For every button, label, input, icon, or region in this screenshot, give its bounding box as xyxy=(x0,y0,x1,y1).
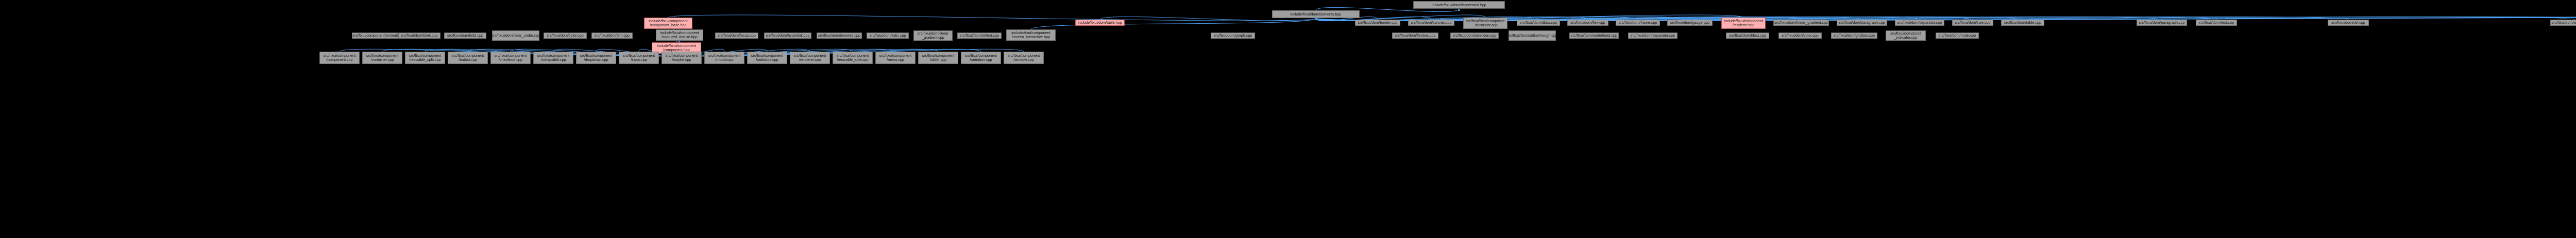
graph-node[interactable]: src/ftxui/dom/selection.cpp xyxy=(1450,33,1499,39)
graph-node[interactable]: src/ftxui/component /resizable_split.cpp xyxy=(833,52,873,64)
graph-node[interactable]: src/ftxui/dom/dbox.cpp xyxy=(1517,20,1560,26)
graph-node[interactable]: src/ftxui/dom/text.cpp xyxy=(2196,20,2237,26)
graph-node[interactable]: src/ftxui/component /component.cpp xyxy=(319,52,360,64)
graph-node[interactable]: src/ftxui/dom/graph.cpp xyxy=(1211,33,1255,39)
graph-node[interactable]: src/ftxui/component /radiobox.cpp xyxy=(961,52,1001,64)
graph-node[interactable]: src/ftxui/dom/border.cpp xyxy=(1355,20,1400,26)
graph-node[interactable]: src/ftxui/dom/gauge.cpp xyxy=(1667,20,1713,26)
graph-node[interactable]: src/ftxui/component /window.cpp xyxy=(1004,52,1044,64)
graph-node[interactable]: src/ftxui/dom/dim.cpp xyxy=(591,33,633,39)
graph-node[interactable]: include/ftxui/component /component_base.… xyxy=(644,18,692,29)
graph-node[interactable]: src/ftxui/component /resizable_split.cpp xyxy=(405,52,445,64)
graph-node[interactable]: include/ftxui/component /renderer.hpp xyxy=(1721,18,1766,29)
graph-node[interactable]: src/ftxui/dom/paragraph.cpp xyxy=(2137,20,2187,26)
graph-node[interactable]: src/ftxui/dom/separator.cpp xyxy=(1628,33,1677,39)
graph-node[interactable]: src/ftxui/component /radiobox.cpp xyxy=(747,52,787,64)
graph-node[interactable]: src/ftxui/component /input.cpp xyxy=(619,52,659,64)
graph-node[interactable]: src/ftxui/component /dropdown.cpp xyxy=(576,52,616,64)
graph-node[interactable]: src/ftxui/dom/size.cpp xyxy=(1952,20,1993,26)
graph-node[interactable]: src/ftxui/dom/underlined.cpp xyxy=(1569,33,1619,39)
graph-node[interactable]: include/ftxui/component /captured_mouse.… xyxy=(656,29,703,41)
graph-node[interactable]: src/ftxui/dom/node.cpp xyxy=(1936,33,1979,39)
graph-node[interactable]: src/ftxui/dom/bold.cpp xyxy=(444,33,486,39)
graph-node[interactable]: src/ftxui/dom/italic.cpp xyxy=(867,33,909,39)
graph-node[interactable]: src/ftxui/component /menu.cpp xyxy=(875,52,916,64)
graph-node[interactable]: src/ftxui/dom/hyperlink.cpp xyxy=(764,33,811,39)
graph-node[interactable]: src/ftxui/component /modal.cpp xyxy=(704,52,744,64)
graph-node[interactable]: src/ftxui/dom/vbox.cpp xyxy=(1778,33,1822,39)
graph-node[interactable]: src/ftxui/component /collapsible.cpp xyxy=(533,52,573,64)
graph-node[interactable]: src/ftxui/dom/blink.cpp xyxy=(398,33,440,39)
graph-node[interactable]: include/ftxui/component /screen_interact… xyxy=(1006,29,1056,41)
graph-node[interactable]: include/ftxui/dom/table.hpp xyxy=(1075,20,1125,26)
graph-node[interactable]: src/ftxui/component /checkbox.cpp xyxy=(490,52,531,64)
graph-node[interactable]: src/ftxui/dom/util.cpp xyxy=(2328,20,2369,26)
graph-node[interactable]: src/ftxui/dom/composite _decorator.cpp xyxy=(1463,18,1507,29)
graph-node[interactable]: src/ftxui/dom/canvas.cpp xyxy=(1408,20,1454,26)
graph-node[interactable]: src/ftxui/component/animation.cpp xyxy=(352,33,410,39)
graph-node[interactable]: src/ftxui/dom/frame.cpp xyxy=(1616,20,1660,26)
graph-node[interactable]: src/ftxui/component /button.cpp xyxy=(448,52,488,64)
graph-node[interactable]: src/ftxui/dom/scroll _indicator.cpp xyxy=(1886,30,1926,41)
graph-node[interactable]: include/ftxui/dom/deprecated.hpp xyxy=(1413,1,1505,9)
graph-node[interactable]: src/ftxui/dom/flex.cpp xyxy=(1567,20,1608,26)
graph-node[interactable]: src/ftxui/component /container.cpp xyxy=(362,52,402,64)
graph-node[interactable]: src/ftxui/dom/hbox.cpp xyxy=(1726,33,1769,39)
graph-node[interactable]: src/ftxui/dom/clear_under.cpp xyxy=(492,30,540,41)
graph-node[interactable]: include/ftxui/dom/elements.hpp xyxy=(1272,10,1360,18)
graph-node[interactable]: src/ftxui/component /slider.cpp xyxy=(918,52,958,64)
graph-node[interactable]: src/ftxui/dom/linear _gradient.cpp xyxy=(913,30,953,41)
graph-node[interactable]: src/ftxui/dom/table.cpp xyxy=(2001,20,2044,26)
graph-node[interactable]: src/ftxui/component /maybe.cpp xyxy=(662,52,702,64)
graph-node[interactable]: src/ftxui/dom/strikethrough.cpp xyxy=(1507,30,1557,41)
graph-node[interactable]: src/ftxui/dom/inverted.cpp xyxy=(817,33,862,39)
graph-node[interactable]: src/ftxui/dom/flexbox.cpp xyxy=(1392,33,1438,39)
graph-node[interactable]: src/ftxui/dom/automerge.cpp xyxy=(2550,20,2576,26)
graph-node[interactable]: src/ftxui/dom/reflect.cpp xyxy=(957,33,1002,39)
graph-node[interactable]: src/ftxui/dom/linear_gradient.cpp xyxy=(1773,20,1829,26)
graph-node[interactable]: src/ftxui/dom/paragraph.cpp xyxy=(1837,20,1887,26)
graph-edge xyxy=(668,14,1317,21)
graph-node[interactable]: src/ftxui/dom/focus.cpp xyxy=(715,33,758,39)
graph-node[interactable]: src/ftxui/component /renderer.cpp xyxy=(790,52,830,64)
graph-node[interactable]: src/ftxui/dom/color.cpp xyxy=(544,33,587,39)
graph-node[interactable]: src/ftxui/dom/gridbox.cpp xyxy=(1831,33,1877,39)
graph-edge xyxy=(1030,18,1317,30)
graph-node[interactable]: src/ftxui/dom/separator.cpp xyxy=(1895,20,1944,26)
